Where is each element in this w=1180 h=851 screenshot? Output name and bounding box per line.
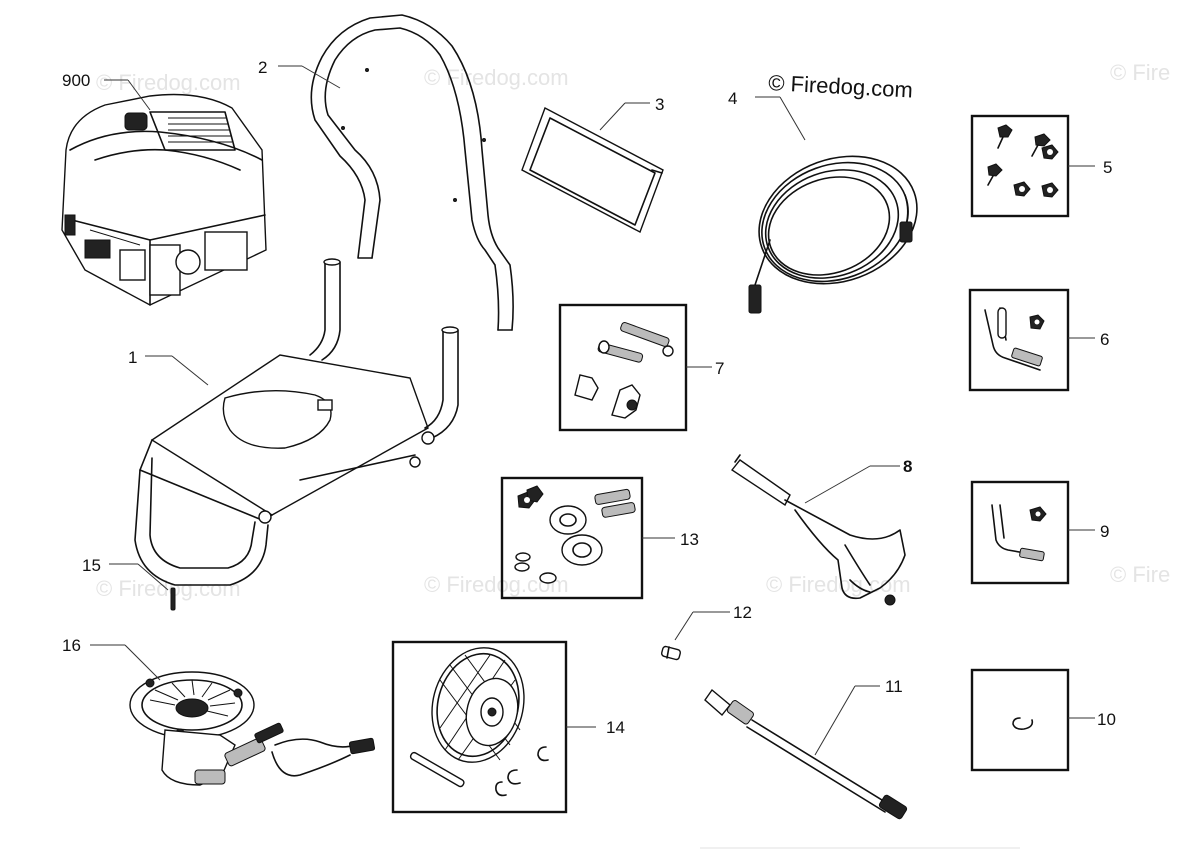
hose-icon — [748, 155, 918, 314]
pin-kit-icon — [968, 288, 1070, 392]
callout-13: 13 — [680, 530, 699, 549]
callout-3: 3 — [655, 95, 664, 114]
watermark: © Firedog.com — [96, 576, 241, 601]
spray-gun-icon — [730, 454, 906, 606]
frame-icon — [134, 258, 459, 586]
callout-12: 12 — [733, 603, 752, 622]
watermark: © Firedog.com — [96, 70, 241, 95]
decal-icon — [521, 107, 664, 233]
watermarks: © Firedog.com © Firedog.com © Fire © Fir… — [96, 60, 1170, 601]
callout-900: 900 — [62, 71, 90, 90]
wheel-kit-icon — [391, 640, 568, 814]
callout-7: 7 — [715, 359, 724, 378]
callout-10: 10 — [1097, 710, 1116, 729]
copyright-notice: © Firedog.com — [768, 70, 914, 103]
watermark: © Firedog.com — [766, 572, 911, 597]
engine-icon — [61, 93, 267, 306]
watermark-partial: © Fire — [1110, 562, 1170, 587]
nozzle-icon — [660, 645, 682, 661]
bolts-nuts-icon — [970, 114, 1070, 218]
callout-1: 1 — [128, 348, 137, 367]
callout-8: 8 — [903, 457, 912, 476]
watermark-partial: © Fire — [1110, 60, 1170, 85]
callout-16: 16 — [62, 636, 81, 655]
pin-icon — [170, 587, 176, 611]
callout-2: 2 — [258, 58, 267, 77]
knob-bolt-kit-icon — [558, 303, 688, 432]
callout-9: 9 — [1100, 522, 1109, 541]
callout-5: 5 — [1103, 158, 1112, 177]
pin-kit-icon — [970, 480, 1070, 585]
handle-icon — [310, 14, 514, 331]
callout-15: 15 — [82, 556, 101, 575]
callout-6: 6 — [1100, 330, 1109, 349]
callout-14: 14 — [606, 718, 625, 737]
clip-icon — [970, 668, 1070, 772]
callout-4: 4 — [728, 89, 737, 108]
wand-icon — [704, 688, 908, 820]
watermark: © Firedog.com — [424, 65, 569, 90]
callout-11: 11 — [885, 677, 903, 696]
pump-icon — [129, 671, 376, 786]
